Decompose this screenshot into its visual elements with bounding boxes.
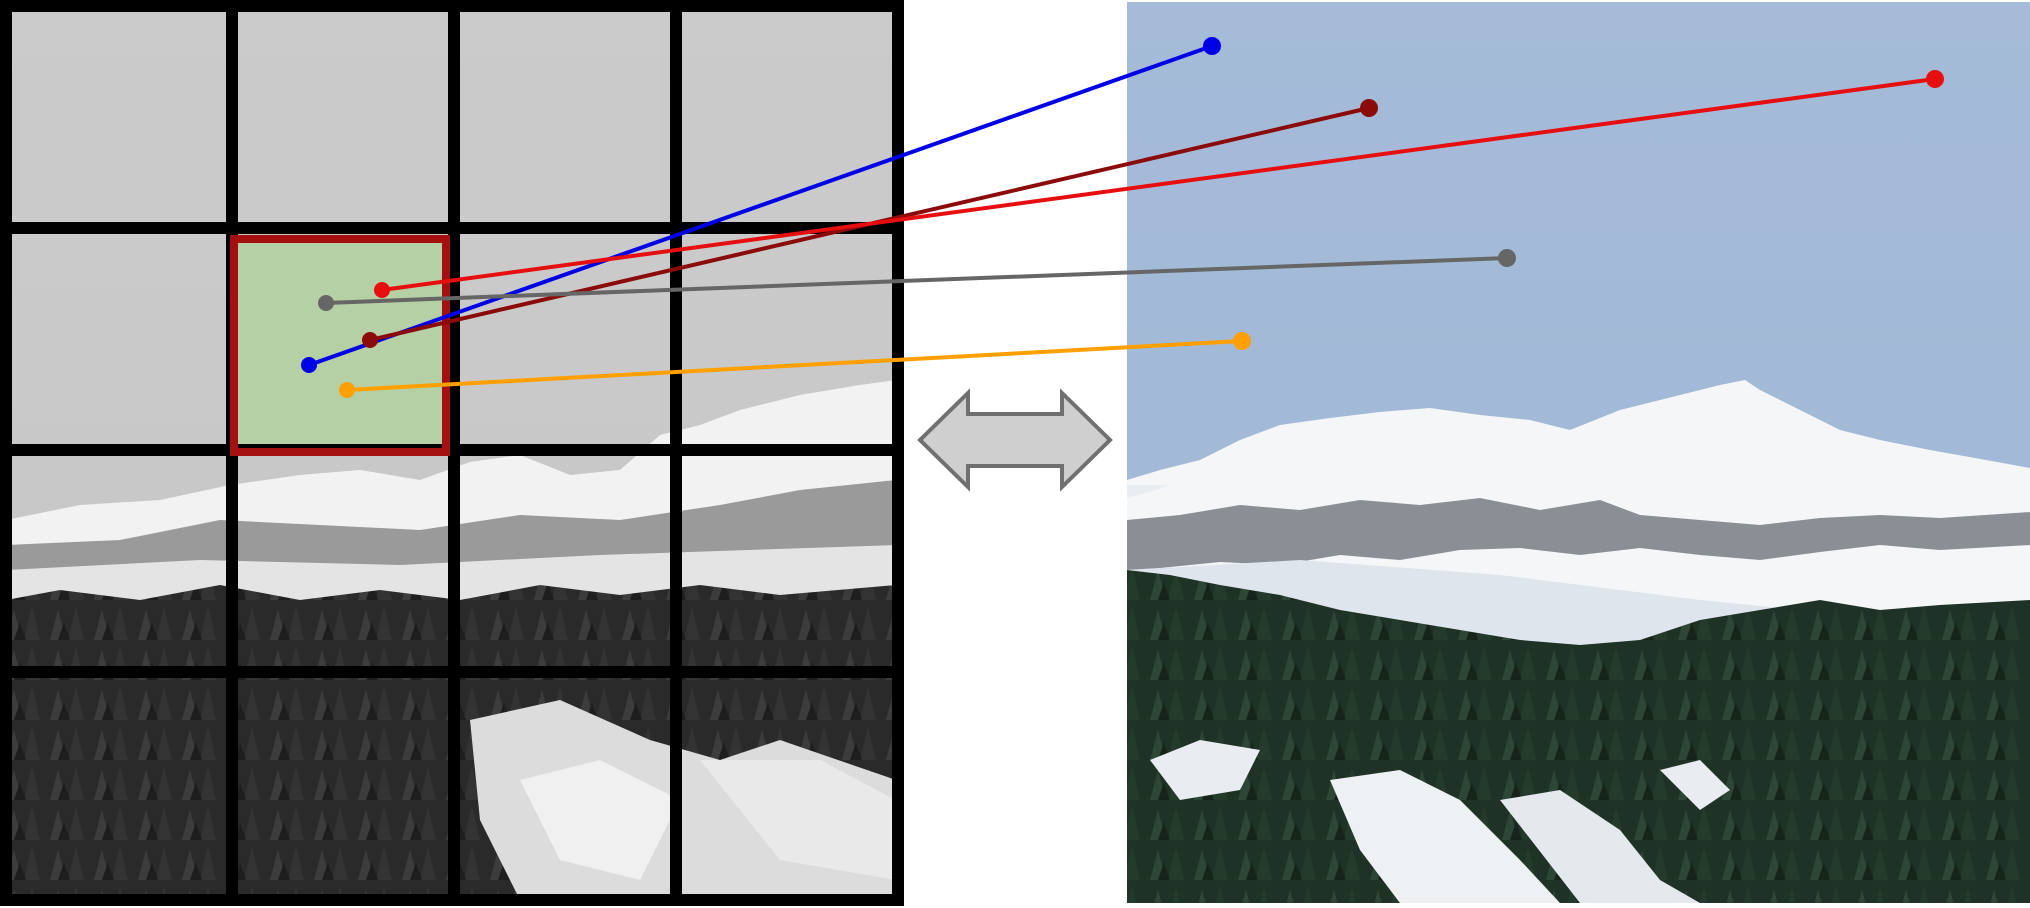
right-color-image [1127,2,2030,903]
patch-point-gray [318,295,334,311]
image-point-darkred [1360,99,1378,117]
patch-points [301,282,390,398]
highlighted-patch [232,239,448,450]
highlighted-patch-border [230,235,450,456]
double-arrow-icon [917,388,1113,492]
patch-point-orange [339,382,355,398]
right-rock-band [1127,498,2030,570]
patch-point-red [374,282,390,298]
image-point-gray [1498,249,1516,267]
correspondence-lines [308,44,1936,392]
correspondence-line-gray [325,256,1508,305]
patch-point-blue [301,357,317,373]
correspondence-line-orange [346,339,1243,392]
patch-point-darkred [362,332,378,348]
image-point-orange [1233,332,1251,350]
correspondence-line-red [381,77,1936,292]
image-point-blue [1203,37,1221,55]
correspondence-line-blue [308,44,1213,367]
image-points [1203,37,1944,350]
patch-grid [0,0,904,906]
image-point-red [1926,70,1944,88]
